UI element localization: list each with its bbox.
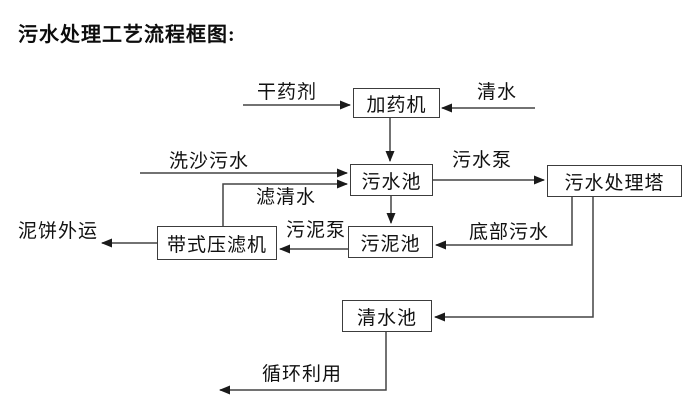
node-sludge-pool: 污泥池 [348, 226, 433, 258]
arrow-clean-water-pool-to-recycling [219, 332, 387, 395]
node-clean-water-pool: 清水池 [342, 300, 432, 332]
node-treatment-tower: 污水处理塔 [547, 165, 682, 197]
flow-label-mud-cake-out: 泥饼外运 [18, 221, 99, 242]
node-dosing-machine: 加药机 [353, 88, 440, 118]
flow-label-bottom-sewage: 底部污水 [469, 222, 550, 243]
node-sewage-pool-label: 污水池 [361, 171, 422, 193]
arrow-treatment-tower-to-clean-water-pool [434, 197, 594, 322]
flow-label-sludge-pump: 污泥泵 [286, 220, 347, 241]
flow-label-filtered-water: 滤清水 [256, 187, 317, 208]
flow-label-clean-water: 清水 [477, 82, 518, 103]
node-clean-water-pool-label: 清水池 [356, 307, 417, 329]
node-belt-filter-press-label: 带式压滤机 [166, 234, 267, 256]
node-sludge-pool-label: 污泥池 [360, 233, 421, 255]
flow-label-sand-washing-sewage: 洗沙污水 [169, 151, 250, 172]
node-dosing-machine-label: 加药机 [366, 94, 427, 116]
arrow-treatment-tower-to-sludge-pool [435, 197, 573, 250]
node-treatment-tower-label: 污水处理塔 [564, 172, 665, 194]
node-belt-filter-press: 带式压滤机 [157, 226, 277, 260]
flow-label-recycling: 循环利用 [262, 364, 343, 385]
arrow-filtered-water-to-sewage-pool [222, 179, 348, 226]
flow-label-dry-chemical: 干药剂 [257, 82, 318, 103]
node-sewage-pool: 污水池 [350, 164, 433, 196]
flow-label-sewage-pump: 污水泵 [452, 150, 513, 171]
diagram-title: 污水处理工艺流程框图: [18, 24, 236, 46]
